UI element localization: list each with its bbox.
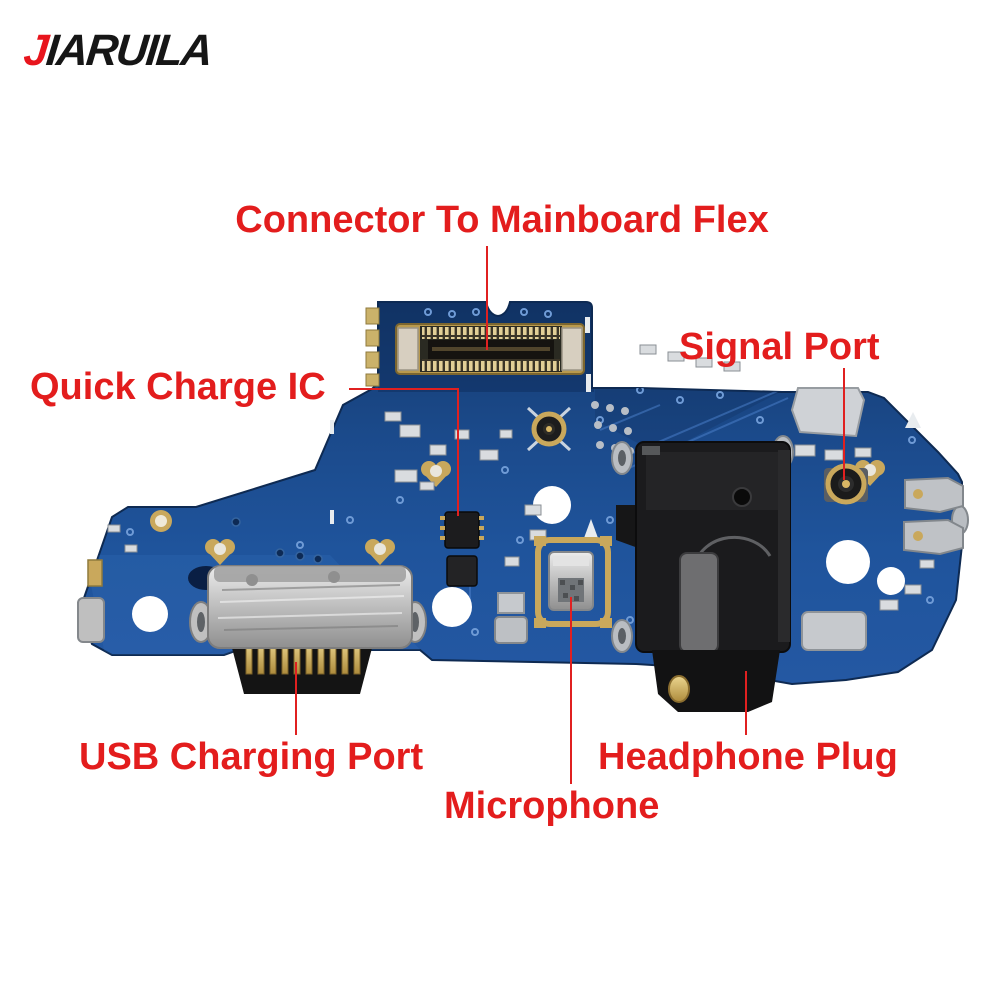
pcb-vias [126, 308, 934, 636]
headphone-plug-jack [616, 441, 791, 712]
passive-components [107, 344, 935, 640]
label-quick-charge-ic: Quick Charge IC [30, 366, 326, 408]
silkscreen-marks [330, 317, 921, 538]
label-headphone-plug: Headphone Plug [598, 736, 898, 778]
gold-pad-center [155, 515, 167, 527]
label-usb-charging-port: USB Charging Port [79, 736, 424, 778]
metal-brackets [77, 387, 964, 651]
mainboard-flex-connector [395, 323, 585, 375]
signal-port-coax-connector [824, 463, 868, 505]
label-microphone: Microphone [444, 785, 660, 827]
usb-charging-port [189, 565, 427, 694]
leader-lines [295, 246, 845, 784]
heart-pads [205, 460, 885, 565]
edge-gold-pads [365, 307, 380, 387]
board-holes [132, 486, 905, 632]
coax-pad-icon [526, 406, 572, 452]
label-signal-port: Signal Port [679, 326, 880, 368]
microphone-component [534, 536, 612, 628]
pcb-board [77, 301, 969, 712]
label-connector-to-mainboard-flex: Connector To Mainboard Flex [235, 199, 769, 241]
quick-charge-ic [440, 511, 484, 587]
leader-line-quick-charge-ic [349, 388, 459, 516]
solder-dots [591, 401, 634, 455]
